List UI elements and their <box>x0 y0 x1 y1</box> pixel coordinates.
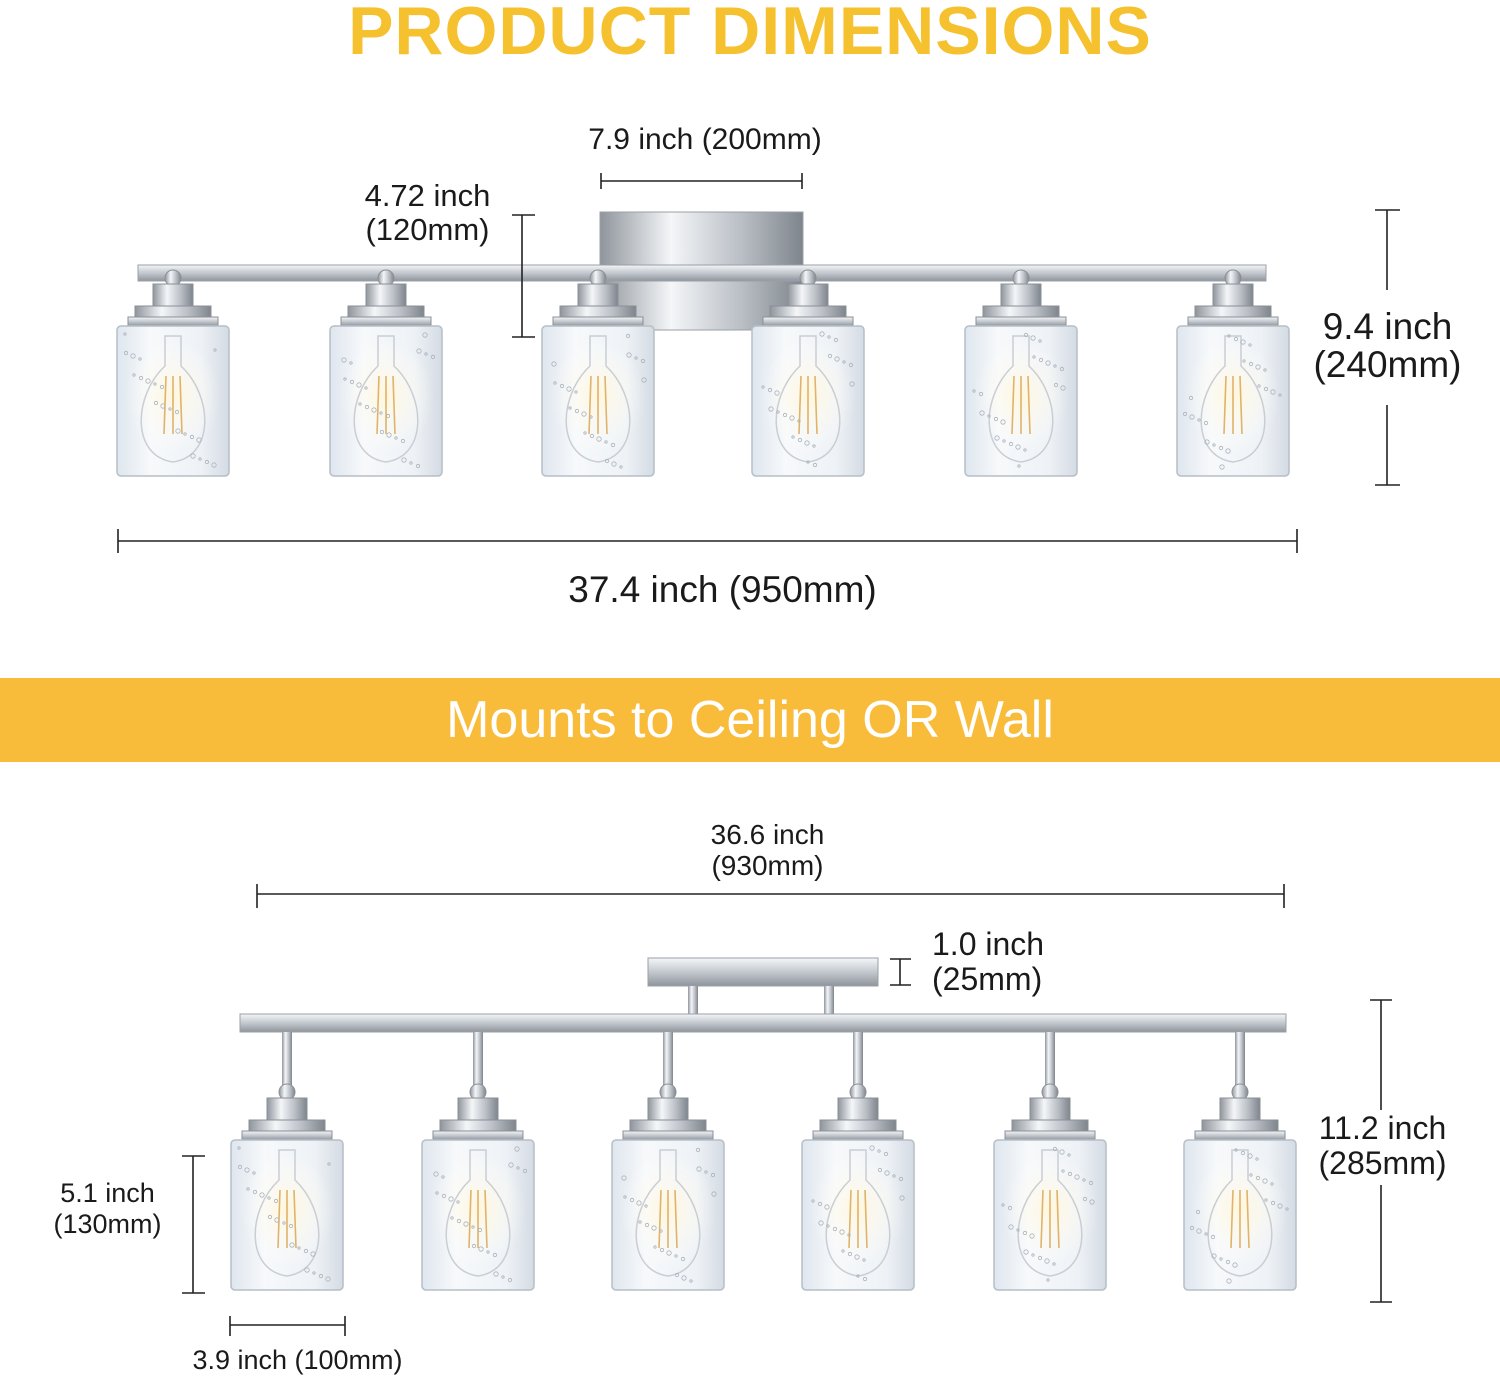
height-top-mm-label: (240mm) <box>1313 344 1462 385</box>
page-title: PRODUCT DIMENSIONS <box>348 0 1152 69</box>
height-bottom-mm-label: (285mm) <box>1318 1145 1447 1181</box>
dim-bar-width <box>256 884 1285 908</box>
bottom-lamp-5 <box>993 1032 1107 1291</box>
bottom-lamp-4 <box>801 1032 915 1291</box>
top-lamp-6 <box>1176 269 1290 477</box>
shade-height-mm-label: (130mm) <box>53 1209 162 1239</box>
height-top-in-label: 9.4 inch <box>1322 306 1453 347</box>
bottom-lamp-3 <box>611 1032 725 1291</box>
bar-width-in-label: 36.6 inch <box>710 819 825 850</box>
bottom-lamp-1 <box>230 1032 344 1291</box>
banner-text: Mounts to Ceiling OR Wall <box>446 691 1054 749</box>
canopy-height-in-label: 4.72 inch <box>364 178 491 213</box>
plate-post-right <box>824 986 834 1014</box>
mount-bar-top <box>137 264 1267 282</box>
bottom-lamp-6 <box>1183 1032 1297 1291</box>
height-bottom-in-label: 11.2 inch <box>1318 1110 1447 1146</box>
mount-banner: Mounts to Ceiling OR Wall <box>0 678 1500 762</box>
plate-depth-in-label: 1.0 inch <box>932 926 1045 962</box>
dim-canopy-height <box>512 214 535 338</box>
total-width-label: 37.4 inch (950mm) <box>568 569 877 610</box>
top-lamp-5 <box>964 269 1078 477</box>
dim-shade-diameter <box>229 1316 346 1336</box>
canopy-height-mm-label: (120mm) <box>365 212 490 247</box>
top-lamp-1 <box>116 269 230 477</box>
top-lamp-3 <box>541 269 655 477</box>
dim-shade-height <box>182 1155 205 1294</box>
dim-total-width <box>117 529 1298 553</box>
plate-post-left <box>688 986 698 1014</box>
shade-height-in-label: 5.1 inch <box>60 1178 155 1208</box>
dim-height-top <box>1375 209 1400 486</box>
canopy-width-label: 7.9 inch (200mm) <box>588 123 822 156</box>
dim-canopy-width <box>600 173 803 189</box>
plate-depth-mm-label: (25mm) <box>932 961 1043 997</box>
bar-width-mm-label: (930mm) <box>711 850 824 881</box>
shade-diameter-label: 3.9 inch (100mm) <box>192 1345 403 1375</box>
top-lamp-2 <box>329 269 443 477</box>
dim-plate-depth <box>890 958 911 986</box>
dim-height-bottom <box>1370 999 1392 1303</box>
mount-bar-bottom <box>239 1013 1287 1033</box>
ceiling-plate <box>647 957 879 987</box>
bottom-lamp-2 <box>421 1032 535 1291</box>
top-lamp-4 <box>751 269 865 477</box>
